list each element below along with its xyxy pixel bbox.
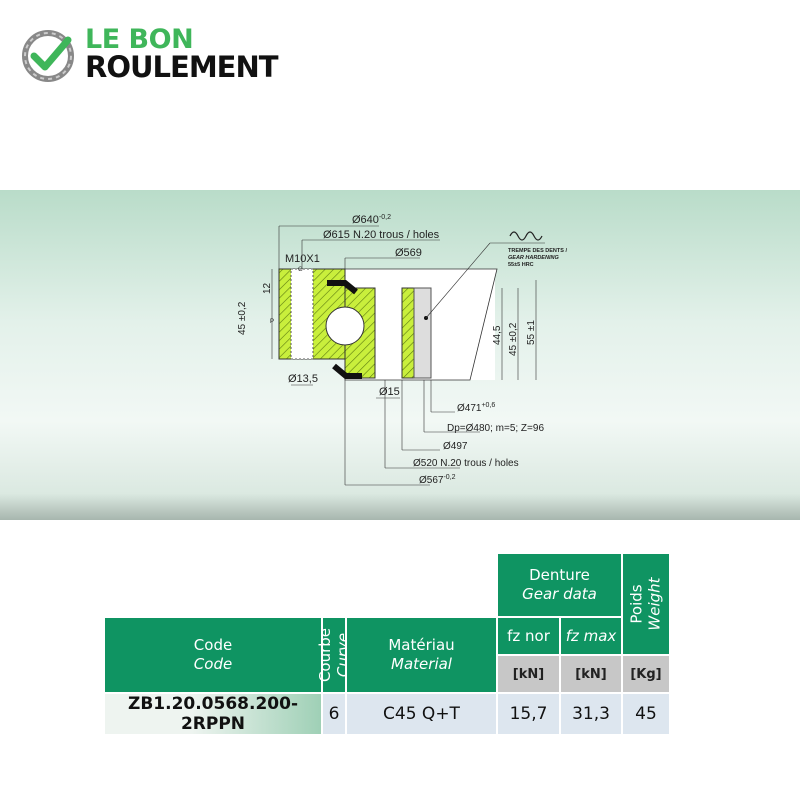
dim-h45-right: 45 ±0,2 (508, 322, 519, 356)
bearing-check-icon (22, 30, 74, 82)
denture-label: Denture (529, 566, 590, 584)
seal-bottom (332, 363, 362, 379)
hardening-line2: GEAR HARDENING (508, 255, 559, 261)
gear-teeth (413, 287, 432, 379)
hardening-line1: TREMPE DES DENTS / (508, 248, 567, 254)
code-en-label: Code (193, 655, 233, 673)
gear-data-label: Gear data (522, 585, 597, 603)
seal-top (327, 280, 358, 295)
dim-d520: Ø520 N.20 trous / holes (413, 458, 519, 469)
header-material: Matériau Material (346, 617, 497, 693)
ball (325, 306, 365, 346)
header-denture: Denture Gear data (497, 553, 622, 617)
materiau-label: Matériau (388, 636, 455, 654)
label-g: G (298, 267, 303, 273)
courbe-label: Courbe (316, 627, 335, 683)
row-code: ZB1.20.0568.200-2RPPN (104, 693, 322, 735)
material-label: Material (391, 655, 452, 673)
unit-fz-nor: [kN] (497, 655, 560, 693)
header-fz-max: fz max (560, 617, 622, 655)
weight-label: Weight (646, 577, 665, 631)
logo-line2: ROULEMENT (85, 50, 279, 84)
unit-fz-max: [kN] (560, 655, 622, 693)
row-material: C45 Q+T (346, 693, 497, 735)
dim-d497: Ø497 (443, 441, 468, 452)
dim-h12: 12 (262, 282, 273, 294)
dim-d567: Ø567-0,2 (419, 474, 456, 486)
dim-m10: M10X1 (285, 253, 320, 265)
unit-weight: [Kg] (622, 655, 670, 693)
brand-logo: LE BON ROULEMENT (22, 24, 302, 86)
hardening-line3: 55±5 HRC (508, 262, 534, 268)
gear-tooth-symbol (509, 231, 543, 241)
header-code: Code Code (104, 617, 322, 693)
row-fz-max: 31,3 (560, 693, 622, 735)
dim-h44-5: 44,5 (492, 325, 503, 345)
threaded-hole (290, 268, 314, 360)
dim-h45-left: 45 ±0,2 (237, 301, 248, 335)
dim-d15: Ø15 (379, 386, 400, 398)
dim-d615: Ø615 N.20 trous / holes (323, 229, 440, 241)
dim-d13-5: Ø13,5 (288, 373, 318, 385)
logo-line1: LE BON (85, 24, 194, 55)
dim-d471: Ø471+0,6 (457, 402, 495, 414)
row-curve: 6 (322, 693, 346, 735)
poids-label: Poids (628, 584, 647, 624)
bearing-technical-drawing: Ø640-0,2 Ø615 N.20 trous / holes Ø569 M1… (237, 214, 567, 486)
header-fz-nor: fz nor (497, 617, 560, 655)
label-p: P (270, 319, 274, 325)
dim-dp: Dp=Ø480; m=5; Z=96 (447, 423, 544, 434)
code-label: Code (193, 636, 233, 654)
dim-d640: Ø640-0,2 (352, 214, 391, 226)
dim-h55: 55 ±1 (526, 320, 537, 345)
row-fz-nor: 15,7 (497, 693, 560, 735)
row-weight: 45 (622, 693, 670, 735)
dim-d569: Ø569 (395, 247, 422, 259)
